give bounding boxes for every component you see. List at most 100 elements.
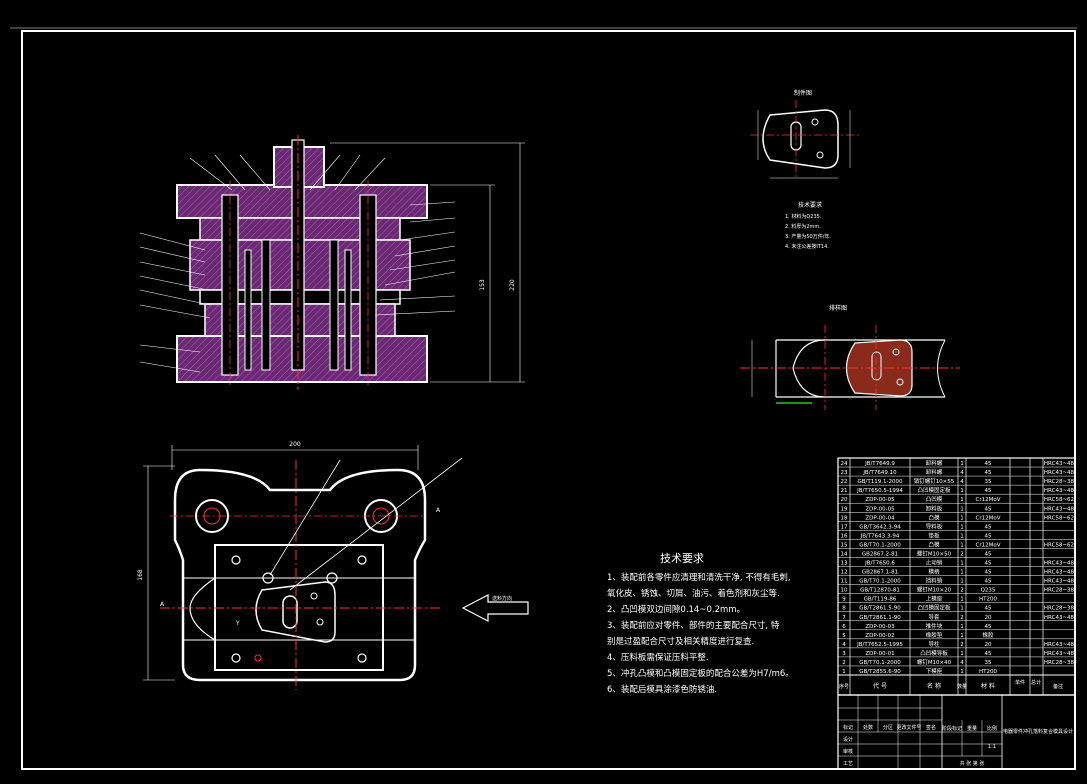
part-drawing-title: 制件图 — [794, 89, 812, 97]
tb-person-design: 设计 — [843, 736, 853, 743]
bom-cell: 凸模 — [928, 540, 940, 548]
bom-cell: 1 — [960, 506, 964, 512]
bom-cell: 20 — [841, 497, 848, 503]
bom-cell: HT200 — [979, 597, 997, 603]
bom-cell: 2 — [842, 660, 846, 666]
bom-cell: 24 — [841, 461, 848, 467]
tb-person-process: 工艺 — [843, 761, 853, 767]
bom-cell: 推件块 — [926, 622, 943, 630]
bom-cell: 卸料螺 — [926, 468, 943, 476]
part-note-line-2: 2. 料厚为2mm. — [785, 223, 821, 230]
bom-cell: 1 — [960, 524, 964, 530]
tb-person-review: 审核 — [843, 748, 853, 755]
bom-cell: 1 — [960, 461, 964, 467]
title-block: 标记 处数 分区 更改文件号 签名 设计 审核 工艺 阶段标记 重量 比例 1:… — [837, 694, 1076, 770]
bom-cell: 1 — [960, 669, 964, 675]
bom-cell: JB/T7649.10 — [862, 470, 897, 476]
bom-cell: JB/T7650.5-1994 — [856, 488, 903, 494]
bom-cell: 导料板 — [926, 522, 943, 530]
part-note-line-4: 4. 未注公差按IT14. — [785, 243, 829, 250]
bom-cell: GB/T3642.3-94 — [859, 524, 901, 530]
bom-cell: 1 — [960, 533, 964, 539]
bom-cell: 19 — [841, 506, 848, 512]
bom-cell: 7 — [842, 615, 846, 621]
dim-200-label: 200 — [289, 441, 301, 448]
tb-label-sign: 签名 — [926, 724, 936, 731]
bom-cell: 1 — [960, 570, 964, 576]
feed-direction-label: 送料方向 — [492, 595, 512, 602]
part-note-line-1: 1. 材料为Q235. — [785, 213, 822, 220]
dim-220-label: 220 — [509, 279, 516, 291]
bom-header-remark: 备注 — [1053, 683, 1063, 690]
bom-cell: 1 — [960, 633, 964, 639]
bom-cell: 4 — [960, 470, 964, 476]
bom-cell: ZDP-00-05 — [865, 497, 895, 503]
bom-cell: 12 — [841, 570, 848, 576]
bom-cell: HRC43~48 — [1044, 642, 1075, 648]
bom-cell: 导柱 — [928, 640, 940, 648]
bom-cell: 1 — [960, 542, 964, 548]
bom-cell: ZDP-00-02 — [865, 633, 894, 639]
tech-note-line-3: 2、凸凹模双边间隙0.14~0.2mm。 — [607, 604, 745, 615]
bom-cell: 1 — [960, 515, 964, 521]
bom-cell: 1 — [960, 579, 964, 585]
technical-notes: 技术要求 1、装配前各零件应清理和清洗干净, 不得有毛刺, 氧化皮、锈蚀、切屑、… — [607, 552, 794, 695]
bom-cell: HRC43~48 — [1044, 570, 1075, 576]
part-notes: 技术要求 1. 材料为Q235. 2. 料厚为2mm. 3. 产量为50万件/年… — [785, 201, 831, 250]
bom-cell: 2 — [960, 588, 964, 594]
tb-label-count: 处数 — [863, 724, 873, 731]
bom-cell: 1 — [960, 488, 964, 494]
bom-header-qty: 数量 — [957, 683, 967, 690]
bom-cell: 10 — [841, 588, 848, 594]
bom-cell: 45 — [985, 624, 992, 630]
bom-cell: 5 — [842, 633, 846, 639]
bom-cell: 橡胶垫 — [926, 631, 943, 639]
tb-stage-label: 阶段标记 — [942, 725, 962, 732]
die-plan-view: 200 168 — [137, 441, 529, 690]
bom-cell: 17 — [841, 524, 848, 530]
bom-cell: 16 — [841, 533, 848, 539]
tb-weight-label: 重量 — [967, 725, 977, 732]
tb-drawing-name: 电器零件冲孔落料复合模具设计 — [1003, 728, 1073, 735]
tech-notes-title: 技术要求 — [660, 552, 704, 565]
bom-cell: 卸料螺 — [926, 459, 943, 467]
tech-note-line-8: 6、装配后模具涂漆色防锈油. — [607, 684, 717, 695]
bom-cell: 3 — [842, 651, 846, 657]
bom-cell: 凸凹模导板 — [920, 649, 948, 657]
bom-cell: 垫板 — [928, 531, 940, 539]
bom-cell: 1 — [960, 597, 964, 603]
bom-cell: 模柄 — [928, 568, 940, 576]
bom-cell: 45 — [985, 488, 992, 494]
bom-cell: 18 — [841, 515, 848, 521]
tb-scale-value: 1:1 — [988, 744, 996, 750]
bom-cell: JB/T7649.9 — [864, 461, 895, 467]
bom-cell: HRC58~62 — [1044, 515, 1074, 521]
bom-cell: 45 — [985, 524, 992, 530]
bom-cell: 13 — [841, 561, 848, 567]
bom-header-no: 序号 — [839, 683, 849, 690]
bom-cell: Cr12MoV — [976, 542, 1001, 548]
bom-cell: 14 — [841, 551, 848, 557]
bom-cell: 下模座 — [926, 667, 943, 675]
bom-cell: 35 — [985, 479, 992, 485]
drawing-border — [21, 30, 1076, 770]
bom-cell: 2 — [960, 642, 964, 648]
bom-cell: 挡料销 — [926, 577, 943, 585]
bom-cell: HRC28~38 — [1044, 479, 1075, 485]
tb-sheet-label: 共 张 第 张 — [960, 760, 985, 767]
bom-cell: HRC28~38 — [1044, 606, 1075, 612]
bom-cell: HRC43~48 — [1044, 470, 1075, 476]
tech-note-line-5: 别是过盈配合尺寸及相关精度进行复查. — [607, 636, 754, 647]
part-note-line-3: 3. 产量为50万件/年. — [785, 233, 831, 240]
bom-cell: 卸料板 — [926, 504, 943, 512]
dim-168-label: 168 — [137, 569, 144, 581]
bom-header-code: 代 号 — [873, 682, 887, 690]
bom-cell: HRC43~48 — [1044, 488, 1075, 494]
bom-cell: HRC58~62 — [1044, 542, 1074, 548]
bom-cell: 45 — [985, 533, 992, 539]
bom-cell: GB/T2855.6-90 — [859, 669, 901, 675]
bom-cell: 15 — [841, 542, 848, 548]
bom-cell: HRC43~48 — [1044, 461, 1075, 467]
bom-cell: 止动销 — [926, 559, 943, 567]
